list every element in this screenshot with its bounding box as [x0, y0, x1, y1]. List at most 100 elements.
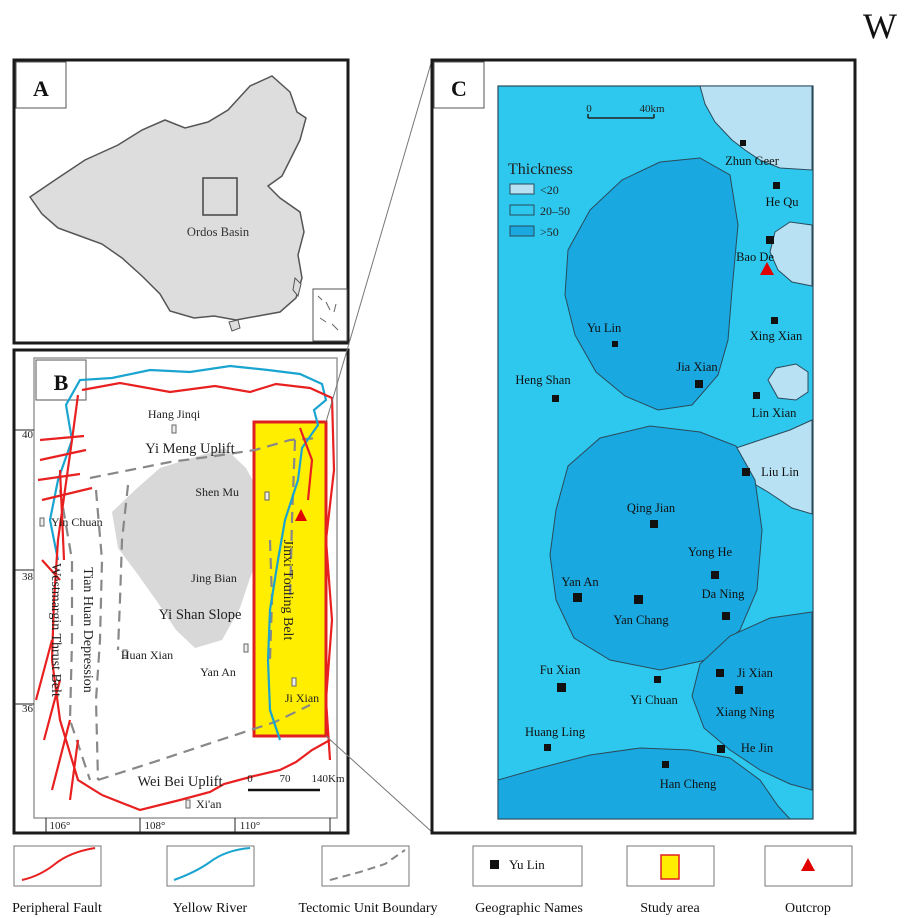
thickness-swatch-lt20	[509, 183, 535, 195]
place-c-jia-xian: Jia Xian	[676, 360, 718, 374]
marker-fu-xian	[557, 683, 566, 692]
south-china-sea-inset	[312, 288, 348, 342]
lon-tick-110: 110°	[240, 820, 261, 832]
scale-b-70: 70	[280, 773, 292, 785]
scale-bar-c	[587, 114, 655, 119]
corner-mark: W	[863, 6, 897, 46]
thickness-legend-lt20: <20	[540, 183, 559, 197]
legend-label-river: Yellow River	[173, 901, 248, 916]
outcrop-marker-b	[295, 509, 307, 521]
legend-label-study: Study area	[640, 901, 700, 916]
peripheral-faults	[34, 381, 336, 812]
marker-jia-xian	[695, 380, 703, 388]
marker-da-ning	[722, 612, 730, 620]
place-xian: Xi'an	[196, 797, 222, 811]
bottom-legend: Peripheral Fault Yellow River Tectomic U…	[12, 845, 853, 916]
thickness-legend-title: Thickness	[508, 161, 573, 178]
outcrop-marker-c	[760, 262, 774, 275]
place-c-xing-xian: Xing Xian	[750, 329, 803, 343]
legend-item-study: Study area	[626, 845, 715, 916]
marker-han-cheng	[662, 761, 669, 768]
place-c-he-jin: He Jin	[741, 741, 774, 755]
legend-label-outcrop: Outcrop	[785, 901, 831, 916]
unit-yi-shan-slope: Yi Shan Slope	[159, 607, 242, 623]
place-marker-xian	[185, 799, 191, 809]
thickness-legend-gt50: >50	[540, 225, 559, 239]
marker-ji-xian	[716, 669, 724, 677]
place-yin-chuan: Yin Chuan	[51, 515, 103, 529]
legend-item-outcrop: Outcrop	[764, 845, 853, 916]
place-c-yan-an: Yan An	[561, 575, 599, 589]
place-c-yi-chuan: Yi Chuan	[630, 693, 678, 707]
legend-label-names: Geographic Names	[475, 901, 583, 916]
legend-item-boundary: Tectomic Unit Boundary	[299, 845, 438, 916]
place-ji-xian: Ji Xian	[285, 691, 319, 705]
inset-islands	[317, 295, 339, 331]
lat-tick-38: 38	[22, 571, 34, 583]
unit-jinxi-touling-belt: Jinxi Touling Belt	[280, 540, 295, 641]
legend-item-river: Yellow River	[166, 845, 255, 916]
panel-a-label-box	[15, 61, 67, 109]
thickness-swatch-mid	[509, 204, 535, 216]
unit-tian-huan-depression: Tian Huan Depression	[80, 567, 95, 692]
panel-c: C 0 40km Thickness <20 20–50 >50 Zhun Ge…	[430, 58, 857, 835]
place-c-heng-shan: Heng Shan	[515, 373, 571, 387]
marker-liu-lin	[742, 468, 750, 476]
unit-yi-meng-uplift: Yi Meng Uplift	[145, 441, 234, 457]
place-c-yong-he: Yong He	[688, 545, 733, 559]
place-shen-mu: Shen Mu	[195, 485, 239, 499]
scale-c-40: 40km	[639, 103, 665, 115]
marker-xiang-ning	[735, 686, 743, 694]
place-huan-xian: Huan Xian	[121, 648, 173, 662]
lon-ticks	[45, 818, 331, 833]
study-area-box	[252, 420, 328, 738]
panel-a: A Ordos Basin	[12, 58, 350, 345]
unit-wei-bei-uplift: Wei Bei Uplift	[137, 774, 222, 790]
marker-he-qu	[773, 182, 780, 189]
marker-yu-lin	[612, 341, 618, 347]
place-marker-huan-xian	[122, 649, 128, 659]
place-c-ji-xian: Ji Xian	[737, 666, 774, 680]
place-c-han-cheng: Han Cheng	[660, 777, 717, 791]
panel-b-label: B	[54, 370, 69, 395]
yellow-river	[48, 364, 328, 741]
legend-study-swatch	[660, 854, 680, 880]
lat-tick-36: 36	[22, 703, 34, 715]
lon-tick-108: 108°	[145, 820, 166, 832]
marker-xing-xian	[771, 317, 778, 324]
lat-tick-40: 40	[22, 429, 34, 441]
place-c-lin-xian: Lin Xian	[752, 406, 798, 420]
legend-name-marker	[490, 860, 499, 869]
scale-c-0: 0	[586, 103, 592, 115]
panel-b-inner-frame	[33, 357, 338, 819]
marker-he-jin	[717, 745, 725, 753]
taiwan-island	[292, 276, 302, 298]
zone-lt20-linxian	[767, 363, 809, 401]
place-c-he-qu: He Qu	[766, 195, 800, 209]
lat-ticks	[14, 429, 34, 705]
place-marker-shen-mu	[264, 491, 270, 501]
marker-lin-xian	[753, 392, 760, 399]
place-marker-hang-jinqi	[171, 424, 177, 434]
place-c-huang-ling: Huang Ling	[525, 725, 586, 739]
marker-bao-de	[766, 236, 774, 244]
place-c-liu-lin: Liu Lin	[761, 465, 800, 479]
place-marker-yan-an	[243, 643, 249, 653]
place-jing-bian: Jing Bian	[191, 571, 237, 585]
marker-heng-shan	[552, 395, 559, 402]
ordos-basin-label: Ordos Basin	[187, 225, 250, 239]
place-yan-an: Yan An	[200, 665, 236, 679]
zone-gt50-southeast	[691, 611, 813, 791]
ordos-inner-area	[112, 448, 262, 648]
hainan-island	[228, 319, 241, 332]
thickness-swatch-gt50	[509, 225, 535, 237]
place-hang-jinqi: Hang Jinqi	[148, 407, 201, 421]
marker-yi-chuan	[654, 676, 661, 683]
ordos-basin-box	[202, 177, 238, 216]
zone-lt20-baode	[769, 221, 813, 287]
legend-item-fault: Peripheral Fault	[12, 845, 102, 916]
zone-gt50-central	[549, 425, 763, 671]
panel-c-label-box	[433, 61, 485, 109]
panel-c-label: C	[451, 76, 467, 101]
